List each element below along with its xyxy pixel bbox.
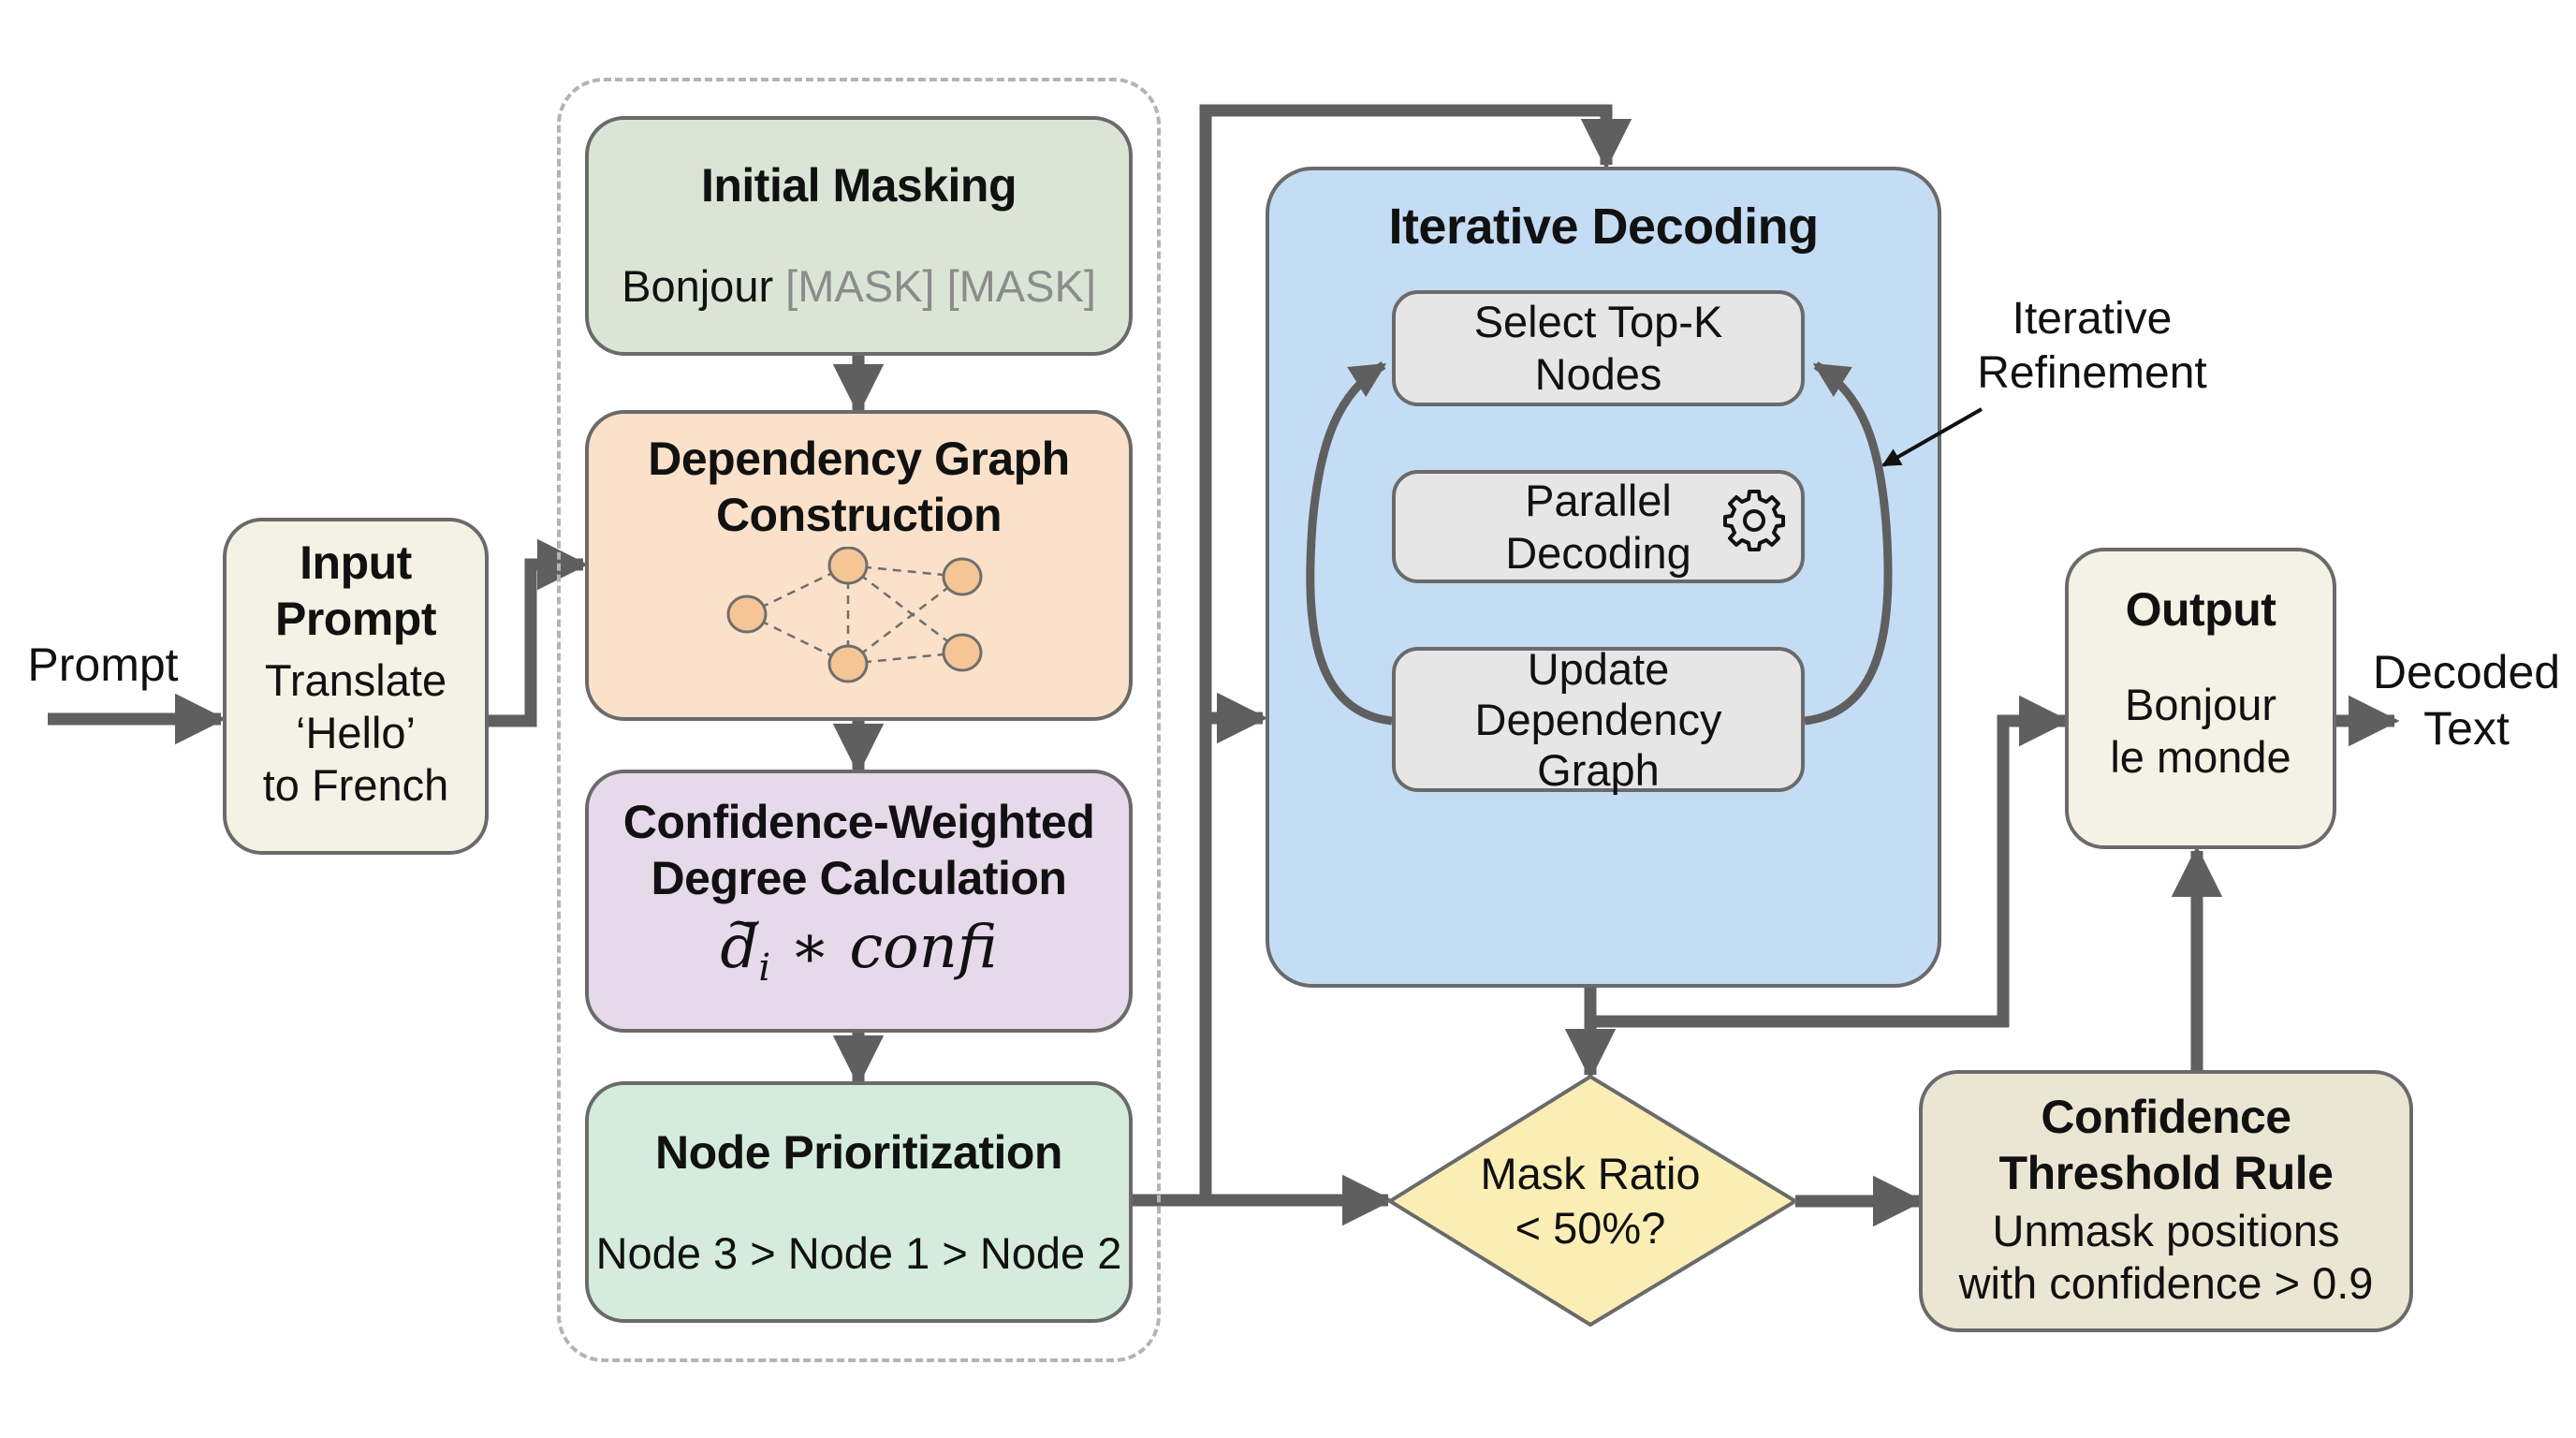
tilde-mark: ~ [725,897,764,949]
token-word: Bonjour [622,261,774,311]
output-box[interactable]: Output Bonjour le monde [2065,548,2336,849]
prioritization-order: Node 3 > Node 1 > Node 2 [595,1228,1122,1278]
input-text-line1: Translate [264,655,447,705]
gear-icon [1723,490,1785,551]
output-text-line2: le monde [2110,732,2291,782]
parallel-decoding-box[interactable]: Parallel Decoding [1392,470,1805,583]
dependency-title-line1: Dependency Graph [648,433,1070,485]
left-loop-arc [1306,361,1393,726]
update-line3: Graph [1537,744,1660,795]
graph-node [726,594,767,634]
degree-calculation-box[interactable]: Confidence-Weighted Degree Calculation d… [585,770,1133,1033]
dependency-title-line2: Construction [715,489,1003,541]
threshold-text-line1: Unmask positions [1992,1206,2340,1255]
dependency-graph-illustration [726,547,982,683]
graph-node [827,547,868,585]
graph-node [942,557,982,596]
update-line2: Dependency [1474,694,1722,744]
input-title-line1: Input [300,536,412,589]
parallel-line2: Decoding [1505,527,1691,578]
threshold-title-line1: Confidence [2041,1091,2291,1143]
degree-title-line1: Confidence-Weighted [622,796,1095,848]
dependency-graph-box[interactable]: Dependency Graph Construction [585,410,1133,721]
threshold-title-line2: Threshold Rule [1998,1147,2334,1199]
initial-masking-box[interactable]: Initial Masking Bonjour [MASK] [MASK] [585,116,1133,356]
right-loop-arc [1804,361,1893,726]
token-mask-2: [MASK] [946,261,1096,311]
select-topk-box[interactable]: Select Top-K Nodes [1392,290,1805,406]
prompt-label: Prompt [27,638,179,691]
formula-d-tilde: d ~ [720,897,763,985]
decision-label: Mask Ratio < 50%? [1441,1147,1740,1255]
input-prompt-box[interactable]: Input Prompt Translate ‘Hello’ to French [223,518,489,855]
refinement-annotation-arrow [1881,407,1983,467]
graph-pipeline-group [557,78,1161,1362]
prioritization-title: Node Prioritization [655,1126,1062,1179]
graph-node [942,633,982,672]
input-title-line2: Prompt [275,593,437,645]
degree-title-line2: Degree Calculation [651,852,1067,904]
select-line2: Nodes [1534,349,1662,399]
initial-masking-title: Initial Masking [700,159,1017,212]
loop-to-top-arrow [1199,104,1632,1200]
iterative-to-output-arrow [1590,695,2071,1028]
initial-masking-sequence: Bonjour [MASK] [MASK] [622,260,1096,313]
decision-line2: < 50%? [1515,1203,1666,1253]
input-text-line2: ‘Hello’ [296,708,416,757]
node-prioritization-box[interactable]: Node Prioritization Node 3 > Node 1 > No… [585,1081,1133,1323]
decoded-text-label: Decoded Text [2372,646,2561,755]
degree-formula: d ~ i ∗ confi [720,897,997,1005]
input-text-line3: to French [262,760,449,810]
threshold-text-line2: with confidence > 0.9 [1958,1258,2374,1308]
output-text-line1: Bonjour [2125,680,2276,729]
parallel-line1: Parallel [1525,475,1672,525]
decision-line1: Mask Ratio [1480,1149,1701,1198]
iterative-decoding-title: Iterative Decoding [1388,198,1819,255]
select-line1: Select Top-K [1473,297,1723,346]
update-line1: Update [1527,643,1670,694]
output-title: Output [2125,583,2276,636]
iterative-refinement-label: Iterative Refinement [1977,294,2207,398]
decision-shape[interactable] [1386,1074,1799,1328]
confidence-threshold-box[interactable]: Confidence Threshold Rule Unmask positio… [1919,1070,2413,1332]
graph-node [827,644,868,683]
update-graph-box[interactable]: Update Dependency Graph [1392,643,1805,795]
token-mask-1: [MASK] [785,261,935,311]
